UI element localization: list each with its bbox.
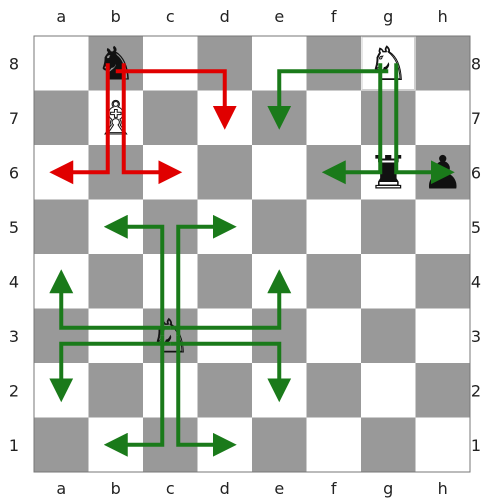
- rank-label-right-2: 2: [471, 381, 481, 400]
- square-f8: [307, 36, 362, 91]
- rank-label-right-8: 8: [471, 54, 481, 73]
- square-g2: [361, 363, 416, 418]
- square-b2: [89, 363, 144, 418]
- square-g3: [361, 309, 416, 364]
- rank-label-left-1: 1: [9, 436, 19, 455]
- file-label-bottom-b: b: [111, 479, 121, 498]
- file-label-bottom-h: h: [438, 479, 448, 498]
- square-f3: [307, 309, 362, 364]
- square-f4: [307, 254, 362, 309]
- rank-label-left-7: 7: [9, 109, 19, 128]
- square-a1: [34, 418, 89, 473]
- file-labels-top: a b c d e f g h: [56, 7, 447, 26]
- square-c7: [143, 91, 198, 146]
- rank-labels-right: 8 7 6 5 4 3 2 1: [471, 54, 481, 455]
- file-label-bottom-g: g: [383, 479, 393, 498]
- file-label-bottom-a: a: [56, 479, 66, 498]
- rank-label-left-6: 6: [9, 163, 19, 182]
- square-a8: [34, 36, 89, 91]
- rank-label-left-5: 5: [9, 218, 19, 237]
- square-g4: [361, 254, 416, 309]
- square-f2: [307, 363, 362, 418]
- square-g5: [361, 200, 416, 255]
- rank-labels-left: 8 7 6 5 4 3 2 1: [9, 54, 19, 455]
- file-label-top-e: e: [274, 7, 284, 26]
- square-h1: [416, 418, 471, 473]
- file-label-top-a: a: [56, 7, 66, 26]
- rank-label-right-1: 1: [471, 436, 481, 455]
- square-d2: [198, 363, 253, 418]
- square-c4: [143, 254, 198, 309]
- square-h5: [416, 200, 471, 255]
- square-b4: [89, 254, 144, 309]
- square-a5: [34, 200, 89, 255]
- file-label-bottom-d: d: [220, 479, 230, 498]
- square-h8: [416, 36, 471, 91]
- file-labels-bottom: a b c d e f g h: [56, 479, 447, 498]
- rank-label-right-7: 7: [471, 109, 481, 128]
- file-label-bottom-c: c: [166, 479, 175, 498]
- square-c2: [143, 363, 198, 418]
- rank-label-left-3: 3: [9, 327, 19, 346]
- rank-label-right-3: 3: [471, 327, 481, 346]
- square-f1: [307, 418, 362, 473]
- square-d4: [198, 254, 253, 309]
- square-e5: [252, 200, 307, 255]
- black-knight-b8: ♞: [95, 36, 136, 90]
- white-knight-g8: ♘: [368, 36, 409, 90]
- square-h4: [416, 254, 471, 309]
- square-b3: [89, 309, 144, 364]
- white-bishop-b7: ♗: [95, 91, 136, 145]
- square-h3: [416, 309, 471, 364]
- square-f7: [307, 91, 362, 146]
- rank-label-left-2: 2: [9, 381, 19, 400]
- rank-label-left-8: 8: [9, 54, 19, 73]
- square-h2: [416, 363, 471, 418]
- square-a7: [34, 91, 89, 146]
- rank-label-right-6: 6: [471, 163, 481, 182]
- square-h7: [416, 91, 471, 146]
- square-c8: [143, 36, 198, 91]
- file-label-top-h: h: [438, 7, 448, 26]
- rank-label-left-4: 4: [9, 272, 19, 291]
- rank-label-right-4: 4: [471, 272, 481, 291]
- file-label-top-d: d: [220, 7, 230, 26]
- square-g1: [361, 418, 416, 473]
- square-g7: [361, 91, 416, 146]
- white-knight-c3: ♘: [150, 309, 191, 363]
- file-label-top-g: g: [383, 7, 393, 26]
- square-d6: [198, 145, 253, 200]
- file-label-top-b: b: [111, 7, 121, 26]
- file-label-bottom-f: f: [331, 479, 337, 498]
- square-d3: [198, 309, 253, 364]
- file-label-bottom-e: e: [274, 479, 284, 498]
- file-label-top-c: c: [166, 7, 175, 26]
- file-label-top-f: f: [331, 7, 337, 26]
- rank-label-right-5: 5: [471, 218, 481, 237]
- square-e6: [252, 145, 307, 200]
- square-e1: [252, 418, 307, 473]
- square-f5: [307, 200, 362, 255]
